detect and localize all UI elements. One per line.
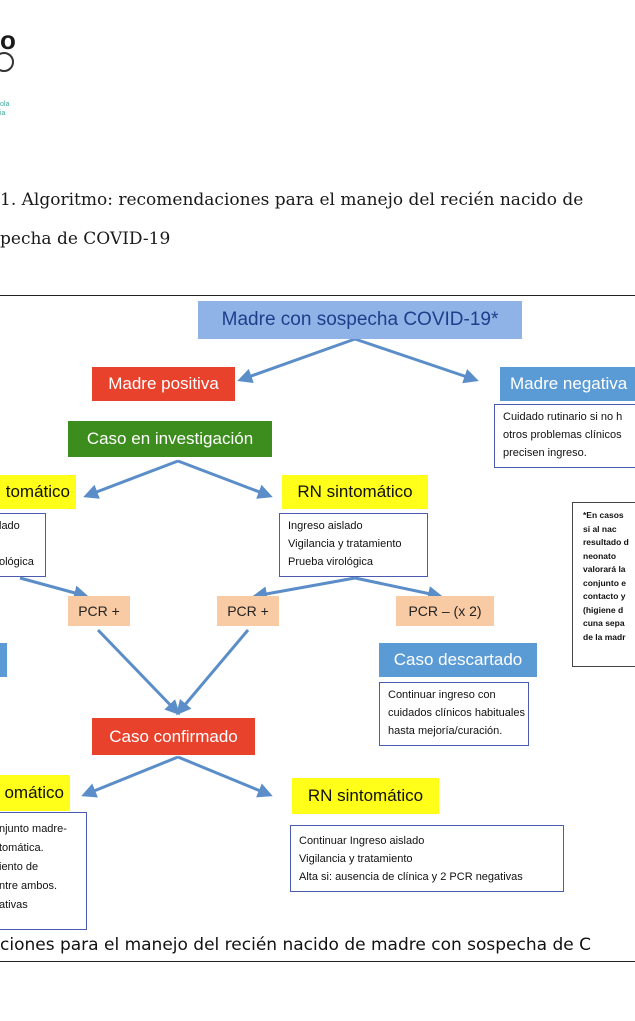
note-line: ntre ambos. <box>0 880 58 892</box>
note-line: Cuidado rutinario si no h <box>503 411 623 423</box>
node-caso-confirmado: Caso confirmado <box>92 718 255 755</box>
note-line: hasta mejoría/curación. <box>388 725 503 737</box>
side-note-line: (higiene d <box>583 604 624 615</box>
side-note-line: cuna sepa <box>583 618 625 628</box>
arrow-sintomatico-to-pcrneg <box>354 576 443 601</box>
note-line: iento de <box>0 861 39 873</box>
node-madre-negativa: Madre negativa <box>500 367 635 401</box>
side-note-line: conjunto e <box>583 577 626 588</box>
note-line: lado <box>0 520 20 532</box>
side-note-line: *En casos <box>583 510 624 520</box>
side-note-line: neonato <box>583 550 617 561</box>
note-rn-sintomatico: Ingreso aislado Vigilancia y tratamiento… <box>279 513 428 577</box>
note-line: ológica <box>0 556 34 568</box>
note-line: tomática. <box>0 842 44 854</box>
node-rn-asintomatico: tomático <box>0 475 76 509</box>
node-madre-sospecha: Madre con sospecha COVID-19* <box>198 301 522 339</box>
logo-text-line-1: ola <box>0 101 10 108</box>
note-line: ativas <box>0 899 28 911</box>
note-line: njunto madre- <box>0 823 67 835</box>
side-note-line: contacto y <box>583 591 626 601</box>
node-partial-blue <box>0 643 7 677</box>
node-rn-sintomatico: RN sintomático <box>282 475 428 509</box>
arrow-root-to-negativa <box>354 337 479 384</box>
side-note-line: valorará la <box>583 564 626 574</box>
node-pcr-negativo: PCR – (x 2) <box>396 596 494 626</box>
note-line: Vigilancia y tratamiento <box>288 538 402 550</box>
arrow-root-to-positiva <box>237 337 356 384</box>
side-note: *En casos si al nac resultado d neonato … <box>572 502 635 667</box>
arrow-pcr2-to-confirmado <box>176 629 250 716</box>
logo-text-line-2: ia <box>0 110 6 117</box>
arrow-confirmado-to-asintomatico2 <box>81 755 179 798</box>
note-line <box>0 535 37 553</box>
side-note-line: resultado d <box>583 537 629 547</box>
arrow-confirmado-to-sintomatico2 <box>177 755 273 798</box>
note-line: Prueba virológica <box>288 556 373 568</box>
logo-ring-icon <box>0 52 14 72</box>
node-caso-descartado: Caso descartado <box>379 643 537 677</box>
note-rn-sintomatico-2: Continuar Ingreso aislado Vigilancia y t… <box>290 825 564 892</box>
side-note-line: si al nac <box>583 523 617 534</box>
note-line: Continuar Ingreso aislado <box>299 835 425 847</box>
arrow-investigacion-to-sintomatico <box>177 459 273 499</box>
note-rn-asintomatico: lado ológica <box>0 513 46 577</box>
note-line: cuidados clínicos habituales <box>388 707 525 719</box>
side-note-line: de la madr <box>583 631 626 642</box>
node-rn-asintomatico-2: omático <box>0 775 70 811</box>
figure-heading-line-1: 1. Algoritmo: recomendaciones para el ma… <box>0 190 584 210</box>
note-line: otros problemas clínicos <box>503 429 622 441</box>
note-madre-negativa: Cuidado rutinario si no h otros problema… <box>494 404 635 468</box>
note-line: precisen ingreso. <box>503 447 587 459</box>
figure-heading-line-2: pecha de COVID-19 <box>0 229 171 249</box>
note-line: Alta si: ausencia de clínica y 2 PCR neg… <box>299 871 523 883</box>
arrow-pcr1-to-confirmado <box>96 628 181 716</box>
logo-mark: o <box>0 25 16 55</box>
node-caso-investigacion: Caso en investigación <box>68 421 272 457</box>
note-caso-descartado: Continuar ingreso con cuidados clínicos … <box>379 682 529 746</box>
note-rn-asintomatico-2: njunto madre- tomática. iento de ntre am… <box>0 812 87 930</box>
node-pcr-positivo-1: PCR + <box>68 596 130 626</box>
node-pcr-positivo-2: PCR + <box>217 596 279 626</box>
note-line: Vigilancia y tratamiento <box>299 853 413 865</box>
arrow-sintomatico-to-pcr2 <box>252 576 356 602</box>
arrow-asintomatico-to-pcr1 <box>19 576 89 601</box>
node-madre-positiva: Madre positiva <box>92 367 235 401</box>
note-line: Ingreso aislado <box>288 520 363 532</box>
figure-caption: ciones para el manejo del recién nacido … <box>0 935 591 955</box>
diagram-frame <box>0 295 635 962</box>
note-line: Continuar ingreso con <box>388 689 496 701</box>
node-rn-sintomatico-2: RN sintomático <box>292 778 439 814</box>
arrow-investigacion-to-asintomatico <box>83 459 179 499</box>
